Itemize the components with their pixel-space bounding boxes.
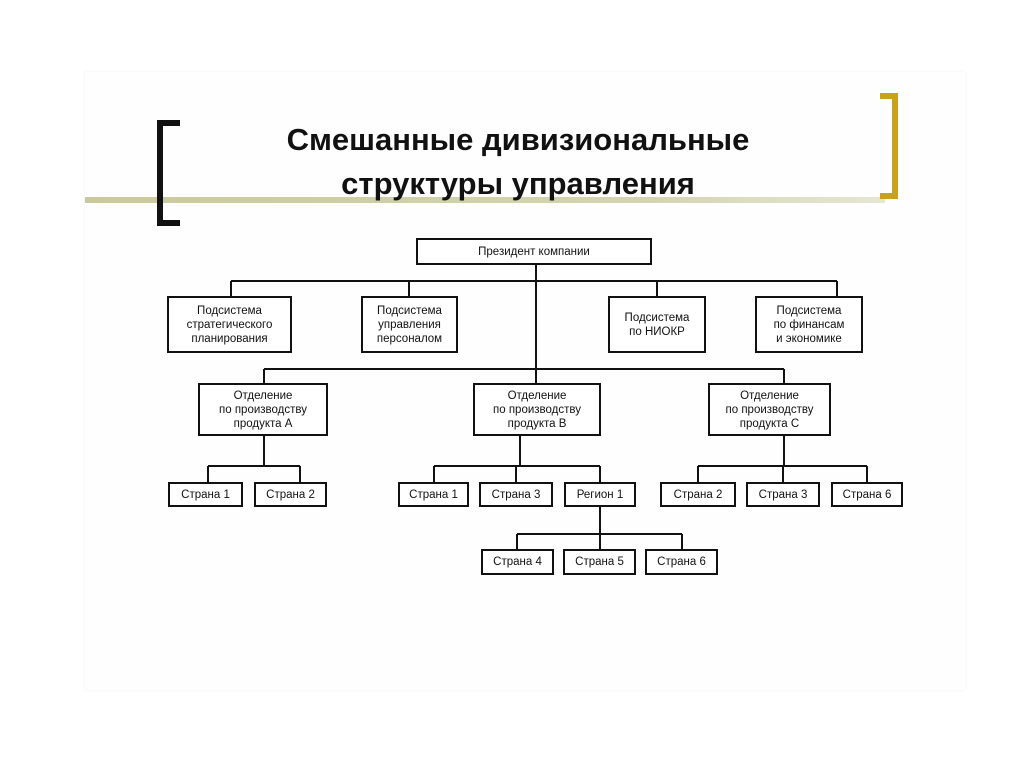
subsystem-box: Подсистема управления персоналом [361,296,458,353]
right-bracket-decoration [880,93,898,199]
country-box: Страна 6 [831,482,903,507]
subsystem-box: Подсистема по НИОКР [608,296,706,353]
subsystem-box: Подсистема стратегического планирования [167,296,292,353]
left-bracket-decoration [157,120,180,226]
region-box: Регион 1 [564,482,636,507]
accent-line [85,197,885,203]
slide-title: Смешанные дивизиональные структуры управ… [180,118,856,206]
country-box: Страна 3 [746,482,820,507]
title-line-2: структуры управления [341,166,695,201]
subsystem-box: Подсистема по финансам и экономике [755,296,863,353]
division-box: Отделение по производству продукта В [473,383,601,436]
country-box: Страна 1 [398,482,469,507]
division-box: Отделение по производству продукта С [708,383,831,436]
country-box: Страна 3 [479,482,553,507]
slide [85,72,965,690]
country-box: Страна 2 [660,482,736,507]
country-box: Страна 4 [481,549,554,575]
president-box: Президент компании [416,238,652,265]
country-box: Страна 6 [645,549,718,575]
title-line-1: Смешанные дивизиональные [286,122,750,157]
country-box: Страна 5 [563,549,636,575]
country-box: Страна 2 [254,482,327,507]
division-box: Отделение по производству продукта А [198,383,328,436]
country-box: Страна 1 [168,482,243,507]
